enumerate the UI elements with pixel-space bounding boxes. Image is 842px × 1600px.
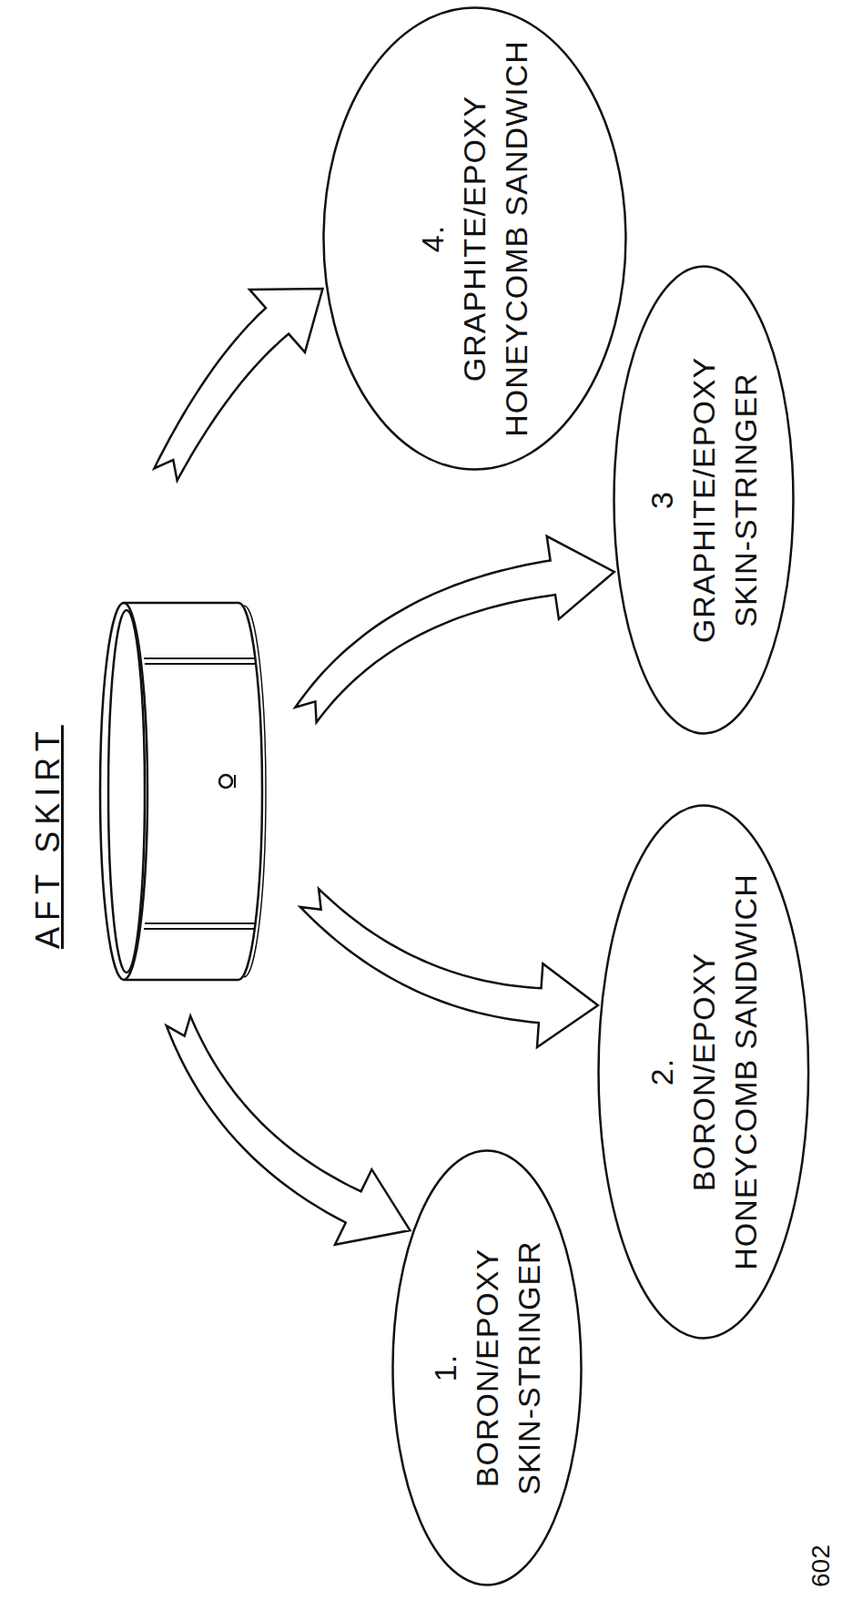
option-number: 4. — [411, 224, 454, 253]
page-number: 602 — [806, 1543, 836, 1587]
option-label: GRAPHITE/EPOXY HONEYCOMB SANDWICH — [453, 39, 538, 439]
skirt-side — [123, 978, 239, 982]
skirt-top-rim — [100, 602, 148, 980]
skirt-side — [123, 601, 239, 605]
title: AFT SKIRT — [29, 724, 68, 949]
skirt-joint — [144, 662, 256, 665]
skirt-bottom-edge — [243, 605, 266, 977]
skirt-joint — [144, 922, 256, 924]
skirt-fitting — [233, 774, 236, 788]
curved-block-arrow — [166, 1015, 411, 1245]
option-ellipse: 4.GRAPHITE/EPOXY HONEYCOMB SANDWICH — [322, 6, 628, 471]
option-number: 2. — [640, 1057, 683, 1086]
option-label: GRAPHITE/EPOXY SKIN-STRINGER — [682, 355, 767, 645]
option-number: 3 — [640, 490, 683, 509]
option-label: BORON/EPOXY HONEYCOMB SANDWICH — [682, 872, 767, 1272]
curved-block-arrow — [300, 888, 599, 1047]
skirt-joint — [143, 657, 255, 660]
curved-block-arrow — [294, 536, 614, 722]
skirt-inner-rim — [108, 609, 145, 973]
option-ellipse: 3GRAPHITE/EPOXY SKIN-STRINGER — [612, 264, 795, 735]
skirt-joint — [143, 927, 255, 930]
option-ellipse: 1.BORON/EPOXY SKIN-STRINGER — [391, 1148, 583, 1586]
skirt-fitting — [219, 774, 233, 788]
option-label: BORON/EPOXY SKIN-STRINGER — [466, 1238, 550, 1497]
option-ellipse: 2.BORON/EPOXY HONEYCOMB SANDWICH — [597, 803, 811, 1340]
option-number: 1. — [424, 1353, 467, 1381]
curved-block-arrow — [153, 288, 323, 481]
